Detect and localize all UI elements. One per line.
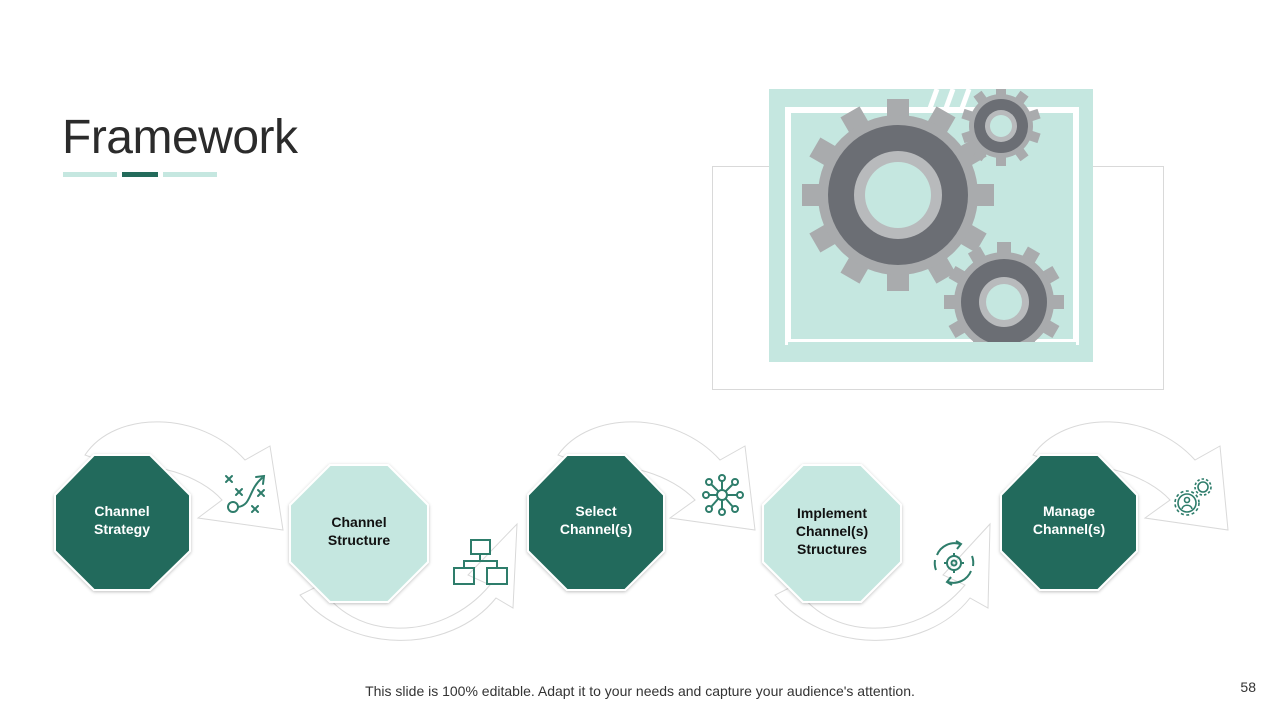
small-gear-top-icon [961,89,1041,166]
step-shape-5 [1000,454,1138,591]
gears-user-icon [1174,478,1212,516]
title-underline-accent [122,172,158,177]
title-underline-right [163,172,217,177]
big-gear-icon [802,99,994,291]
arrow-lower-1 [299,522,518,641]
step-shape-2 [289,464,429,603]
step-shape-1 [54,454,191,591]
step-label-channel-strategy: Channel Strategy [93,503,151,537]
arrow-lower-2 [774,522,991,641]
hierarchy-chart-icon [453,539,508,585]
step-label-channel-structure: Channel Structure [327,514,391,548]
step-shape-3 [527,454,665,591]
step-label-select-channels: Select Channel(s) [559,503,633,537]
gears-picture [769,89,1093,362]
step-label-manage-channels: Manage Channel(s) [1032,503,1106,537]
strategy-play-icon [225,474,266,513]
step-shape-4 [762,464,902,603]
slide-title: Framework [62,111,298,164]
page-number: 58 [1240,679,1256,695]
gear-cycle-icon [933,540,975,586]
title-underline-left [63,172,117,177]
step-label-implement-structures: Implement Channel(s) Structures [795,505,869,557]
medium-gear-icon [944,242,1064,362]
network-hub-icon [702,474,744,516]
footer-note: This slide is 100% editable. Adapt it to… [365,683,915,699]
